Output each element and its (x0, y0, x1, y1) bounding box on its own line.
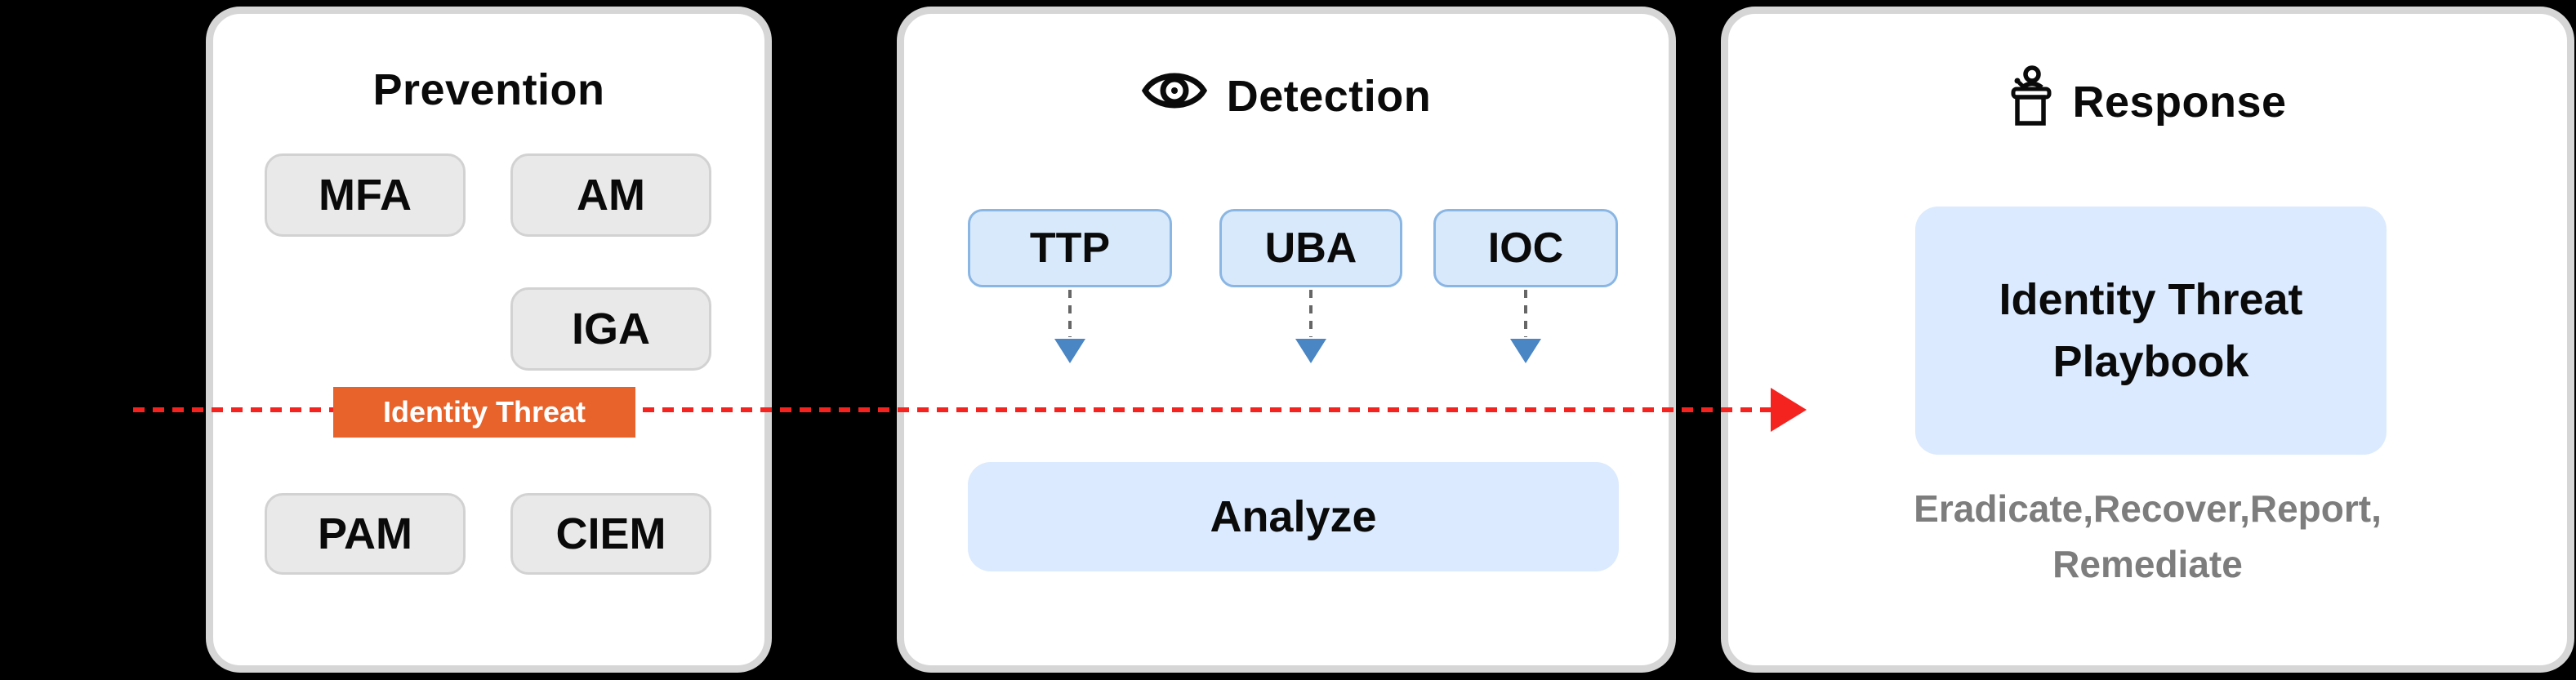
capability-box-pam: PAM (265, 493, 466, 575)
capability-box-am: AM (510, 153, 711, 237)
eye-icon (1141, 64, 1207, 127)
capability-box-iga: IGA (510, 287, 711, 371)
dashed-connector (1068, 290, 1072, 337)
dashed-connector (1309, 290, 1313, 337)
threat-flow-dashed-arrow (133, 407, 1772, 412)
detection-title-label: Detection (1226, 71, 1432, 121)
capability-box-mfa: MFA (265, 153, 466, 237)
signal-box-uba: UBA (1219, 209, 1402, 287)
prevention-title: Prevention (213, 64, 764, 115)
signal-box-ioc: IOC (1433, 209, 1618, 287)
arrow-down-icon (1510, 339, 1541, 363)
playbook-line-2: Playbook (2052, 337, 2249, 386)
analyze-box: Analyze (968, 462, 1619, 571)
arrow-down-icon (1054, 339, 1085, 363)
podium-icon (2008, 64, 2052, 139)
panel-prevention: Prevention MFA AM IGA PAM CIEM (206, 7, 772, 673)
dashed-connector (1524, 290, 1527, 337)
playbook-line-1: Identity Threat (1999, 275, 2303, 324)
response-title: Response (1728, 64, 2567, 139)
playbook-box: Identity Threat Playbook (1915, 207, 2387, 455)
response-title-label: Response (2072, 77, 2287, 127)
response-actions-line-2: Remediate (2052, 543, 2243, 585)
prevention-title-label: Prevention (372, 65, 605, 114)
threat-flow-arrowhead-icon (1771, 388, 1807, 432)
arrow-down-icon (1295, 339, 1326, 363)
capability-box-ciem: CIEM (510, 493, 711, 575)
response-actions: Eradicate,Recover,Report, Remediate (1728, 481, 2567, 592)
signal-box-ttp: TTP (968, 209, 1172, 287)
panel-response: Response Identity Threat Playbook Eradic… (1721, 7, 2574, 673)
identity-threat-label: Identity Threat (333, 387, 635, 438)
response-actions-line-1: Eradicate,Recover,Report, (1914, 487, 2382, 530)
panel-detection: Detection TTP UBA IOC Analyze (897, 7, 1676, 673)
detection-title: Detection (904, 64, 1669, 127)
